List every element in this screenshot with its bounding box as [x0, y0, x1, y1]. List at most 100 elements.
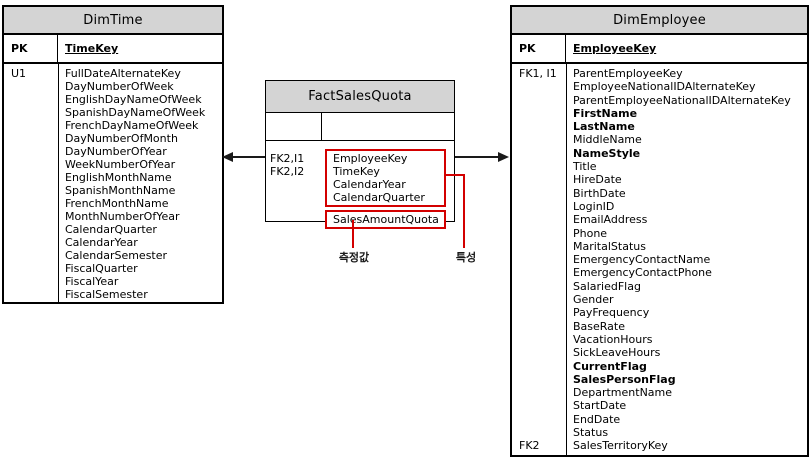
field-key: [512, 80, 566, 93]
field-name: LastName: [573, 120, 635, 134]
field-name: SpanishMonthName: [65, 184, 176, 197]
field-name: EnglishMonthName: [65, 171, 172, 184]
field-row: EndDate: [512, 413, 807, 426]
pk-label: PK: [4, 35, 58, 62]
field-name: EmergencyContactPhone: [573, 266, 712, 280]
field-key: [512, 399, 566, 412]
field-key: [512, 240, 566, 253]
field-name: CalendarYear: [333, 178, 406, 191]
field-key: [512, 120, 566, 133]
field-name: EmergencyContactName: [573, 253, 711, 267]
field-row: EmployeeNationalIDAlternateKey: [512, 80, 807, 93]
field-name: SalesPersonFlag: [573, 372, 676, 386]
field-name: MonthNumberOfYear: [65, 210, 180, 223]
field-key: [4, 197, 58, 210]
dimtime-pk-row: PK TimeKey: [4, 35, 222, 64]
field-name: SpanishDayNameOfWeek: [65, 106, 206, 119]
field-key: U1: [11, 67, 27, 80]
attribute-callout-line-vertical: [463, 174, 465, 248]
field-name: PayFrequency: [573, 306, 650, 320]
field-key: [512, 107, 566, 120]
field-row: FiscalQuarter: [4, 262, 222, 275]
field-row: FK1, I1 ParentEmployeeKey: [512, 67, 807, 80]
field-key: [4, 80, 58, 93]
field-name: FrenchMonthName: [65, 197, 169, 210]
field-key: [512, 94, 566, 107]
field-row: LastName: [512, 120, 807, 133]
measure-label: 측정값: [338, 251, 370, 264]
field-key: [512, 373, 566, 386]
field-row: SickLeaveHours: [512, 346, 807, 359]
field-row: Gender: [512, 293, 807, 306]
field-key: [4, 210, 58, 223]
field-row: SpanishMonthName: [4, 184, 222, 197]
field-name: DayNumberOfYear: [65, 145, 167, 158]
field-row: EmailAddress: [512, 213, 807, 226]
field-row: EnglishMonthName: [4, 171, 222, 184]
field-key: [4, 171, 58, 184]
field-name: Status: [573, 426, 609, 440]
field-name: Phone: [573, 226, 608, 240]
field-key: [512, 213, 566, 226]
dimemployee-title: DimEmployee: [512, 7, 807, 35]
field-name: BaseRate: [573, 319, 626, 333]
pk-field: EmployeeKey: [573, 42, 657, 55]
field-name: CalendarYear: [65, 236, 138, 249]
field-row: HireDate: [512, 173, 807, 186]
field-name: HireDate: [573, 173, 622, 187]
field-name: MaritalStatus: [573, 239, 646, 253]
field-row: MaritalStatus: [512, 240, 807, 253]
field-key: [4, 158, 58, 171]
field-name: LoginID: [573, 199, 615, 213]
field-name: FK2,I2: [270, 165, 305, 178]
field-key: [512, 266, 566, 279]
measure-callout-line: [352, 220, 354, 248]
field-key: [4, 249, 58, 262]
field-row: VacationHours: [512, 333, 807, 346]
field-row: FiscalYear: [4, 275, 222, 288]
field-name: FiscalSemester: [65, 288, 148, 301]
field-row: EmergencyContactPhone: [512, 266, 807, 279]
field-name: FrenchDayNameOfWeek: [65, 119, 199, 132]
dimtime-title: DimTime: [4, 7, 222, 35]
field-row: MonthNumberOfYear: [4, 210, 222, 223]
field-name: DayNumberOfWeek: [65, 80, 174, 93]
field-name: Title: [573, 160, 597, 174]
field-row: CalendarQuarter: [4, 223, 222, 236]
field-row: FirstName: [512, 107, 807, 120]
field-name: EmployeeKey: [333, 152, 408, 165]
field-key: [512, 173, 566, 186]
field-row: MiddleName: [512, 133, 807, 146]
factsalesquota-title: FactSalesQuota: [266, 81, 454, 113]
field-row: StartDate: [512, 399, 807, 412]
field-key: [512, 346, 566, 359]
arrowhead-left-icon: [222, 152, 233, 162]
field-row: Title: [512, 160, 807, 173]
field-key: [4, 145, 58, 158]
field-key: [512, 133, 566, 146]
field-key: FK2: [519, 439, 540, 453]
relationship-line-dimemployee: [455, 156, 499, 158]
field-key: FK1, I1: [519, 67, 557, 80]
field-row: CalendarYear: [4, 236, 222, 249]
field-row: SalariedFlag: [512, 280, 807, 293]
field-row: U1 FullDateAlternateKey: [4, 67, 222, 80]
field-name: FullDateAlternateKey: [65, 67, 181, 80]
field-key: [512, 293, 566, 306]
field-row: BaseRate: [512, 320, 807, 333]
field-row: FrenchMonthName: [4, 197, 222, 210]
field-row: EmergencyContactName: [512, 253, 807, 266]
pk-empty-cell: [266, 113, 322, 140]
field-key: [512, 306, 566, 319]
field-row: LoginID: [512, 200, 807, 213]
factsalesquota-pk-row-empty: [266, 113, 454, 141]
field-row: FrenchDayNameOfWeek: [4, 119, 222, 132]
field-name: CalendarSemester: [65, 249, 168, 262]
field-name: FiscalYear: [65, 275, 119, 288]
field-name: ParentEmployeeKey: [573, 67, 683, 80]
field-row: DepartmentName: [512, 386, 807, 399]
field-name: SalesAmountQuota: [333, 213, 439, 226]
